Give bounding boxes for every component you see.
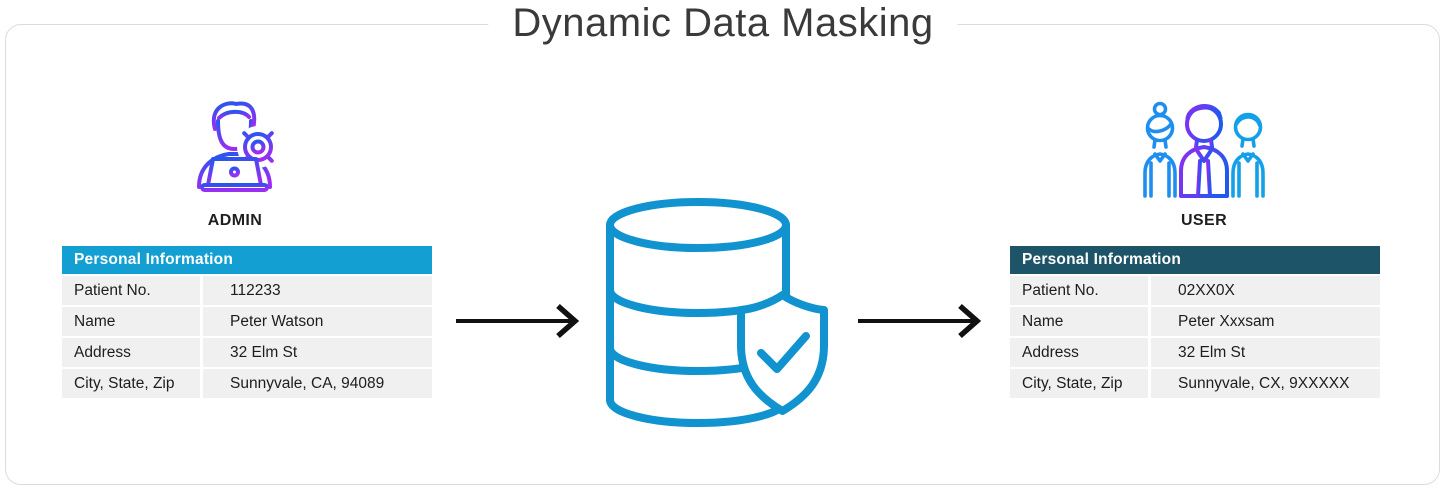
row-label-cell: Name <box>62 307 200 336</box>
row-value-cell: Sunnyvale, CA, 94089 <box>203 369 432 398</box>
user-figure: USER <box>1128 99 1280 230</box>
row-label-cell: Name <box>1010 307 1148 336</box>
user-table-rows: Patient No. 02XX0X Name Peter Xxxsam Add… <box>1010 276 1380 398</box>
row-label-cell: City, State, Zip <box>62 369 200 398</box>
admin-table-header: Personal Information <box>62 246 432 274</box>
row-label-cell: Address <box>1010 338 1148 367</box>
row-value-cell: 02XX0X <box>1151 276 1380 305</box>
admin-table: Personal Information Patient No. 112233 … <box>62 246 432 398</box>
admin-person-gear-icon <box>197 101 280 192</box>
admin-table-rows: Patient No. 112233 Name Peter Watson Add… <box>62 276 432 398</box>
user-table-title: Personal Information <box>1022 251 1182 268</box>
row-value-cell: Sunnyvale, CX, 9XXXXX <box>1151 369 1380 398</box>
flow-arrow-left-icon <box>456 303 580 339</box>
user-group-icon <box>1143 101 1265 198</box>
row-label-cell: City, State, Zip <box>1010 369 1148 398</box>
row-value-cell: Peter Watson <box>203 307 432 336</box>
admin-label: ADMIN <box>207 212 263 229</box>
flow-arrow-right-icon <box>858 303 982 339</box>
row-label-cell: Patient No. <box>1010 276 1148 305</box>
row-value-cell: Peter Xxxsam <box>1151 307 1380 336</box>
row-label-cell: Address <box>62 338 200 367</box>
database-shield-icon <box>606 198 828 427</box>
row-value-cell: 32 Elm St <box>1151 338 1380 367</box>
page-title: Dynamic Data Masking <box>488 0 958 47</box>
row-value-cell: 112233 <box>203 276 432 305</box>
user-label: USER <box>1180 212 1228 229</box>
admin-table-title: Personal Information <box>74 251 234 268</box>
user-table: Personal Information Patient No. 02XX0X … <box>1010 246 1380 398</box>
user-table-header: Personal Information <box>1010 246 1380 274</box>
admin-figure: ADMIN <box>163 99 307 230</box>
row-label-cell: Patient No. <box>62 276 200 305</box>
row-value-cell: 32 Elm St <box>203 338 432 367</box>
